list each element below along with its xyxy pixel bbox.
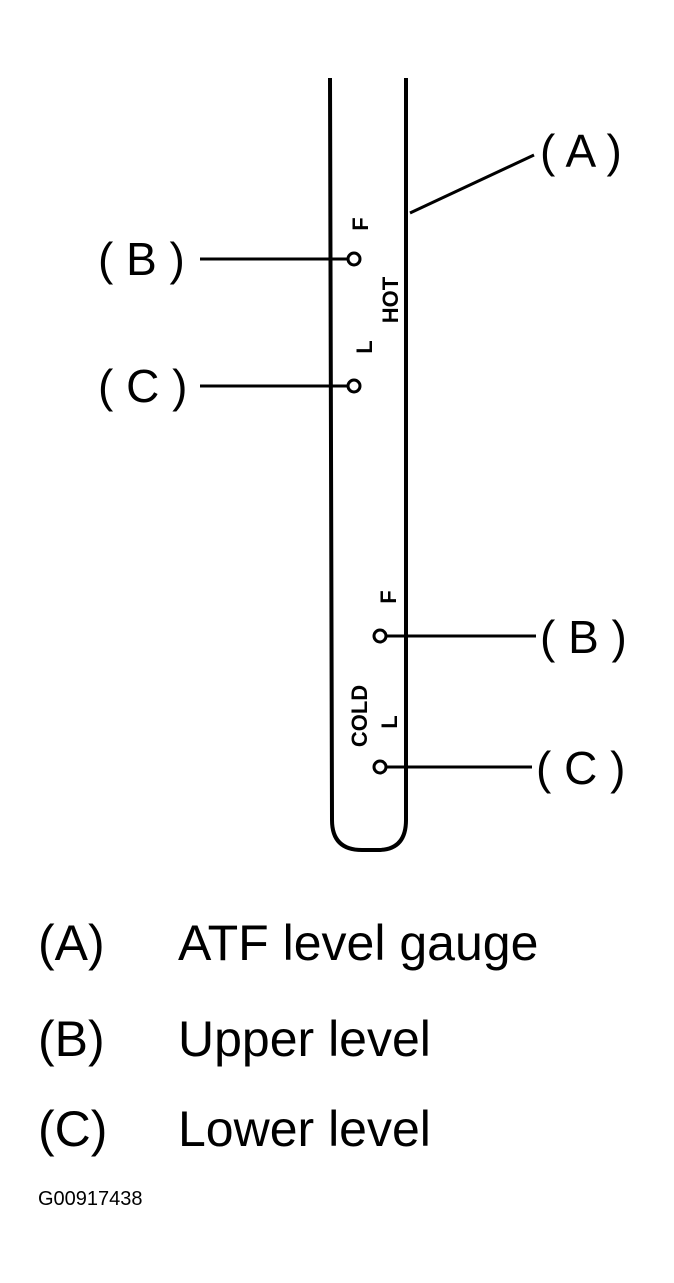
legend-desc-c: Lower level [178,1101,431,1157]
callout-c-cold: ( C ) [536,742,625,794]
hot-label: HOT [378,276,403,323]
cold-full-mark: F [376,590,401,603]
hot-lower-level-dot [346,378,362,394]
cold-low-mark: L [377,715,402,728]
cold-lower-level-dot [372,759,388,775]
cold-label: COLD [347,685,372,747]
legend-key-b: (B) [38,1011,105,1067]
hot-full-mark: F [348,217,373,230]
legend-key-a: (A) [38,915,105,971]
callout-b-cold: ( B ) [540,611,627,663]
cold-upper-level-dot [372,628,388,644]
legend-key-c: (C) [38,1101,108,1157]
figure-code: G00917438 [38,1188,143,1210]
callout-b-hot: ( B ) [98,233,185,285]
hot-upper-level-dot [346,251,362,267]
atf-gauge-outline [328,77,408,852]
hot-low-mark: L [352,340,377,353]
legend-desc-a: ATF level gauge [178,915,539,971]
callout-a: ( A ) [540,125,622,177]
leader-line-a [409,153,535,215]
callout-c-hot: ( C ) [98,360,187,412]
legend-desc-b: Upper level [178,1011,431,1067]
